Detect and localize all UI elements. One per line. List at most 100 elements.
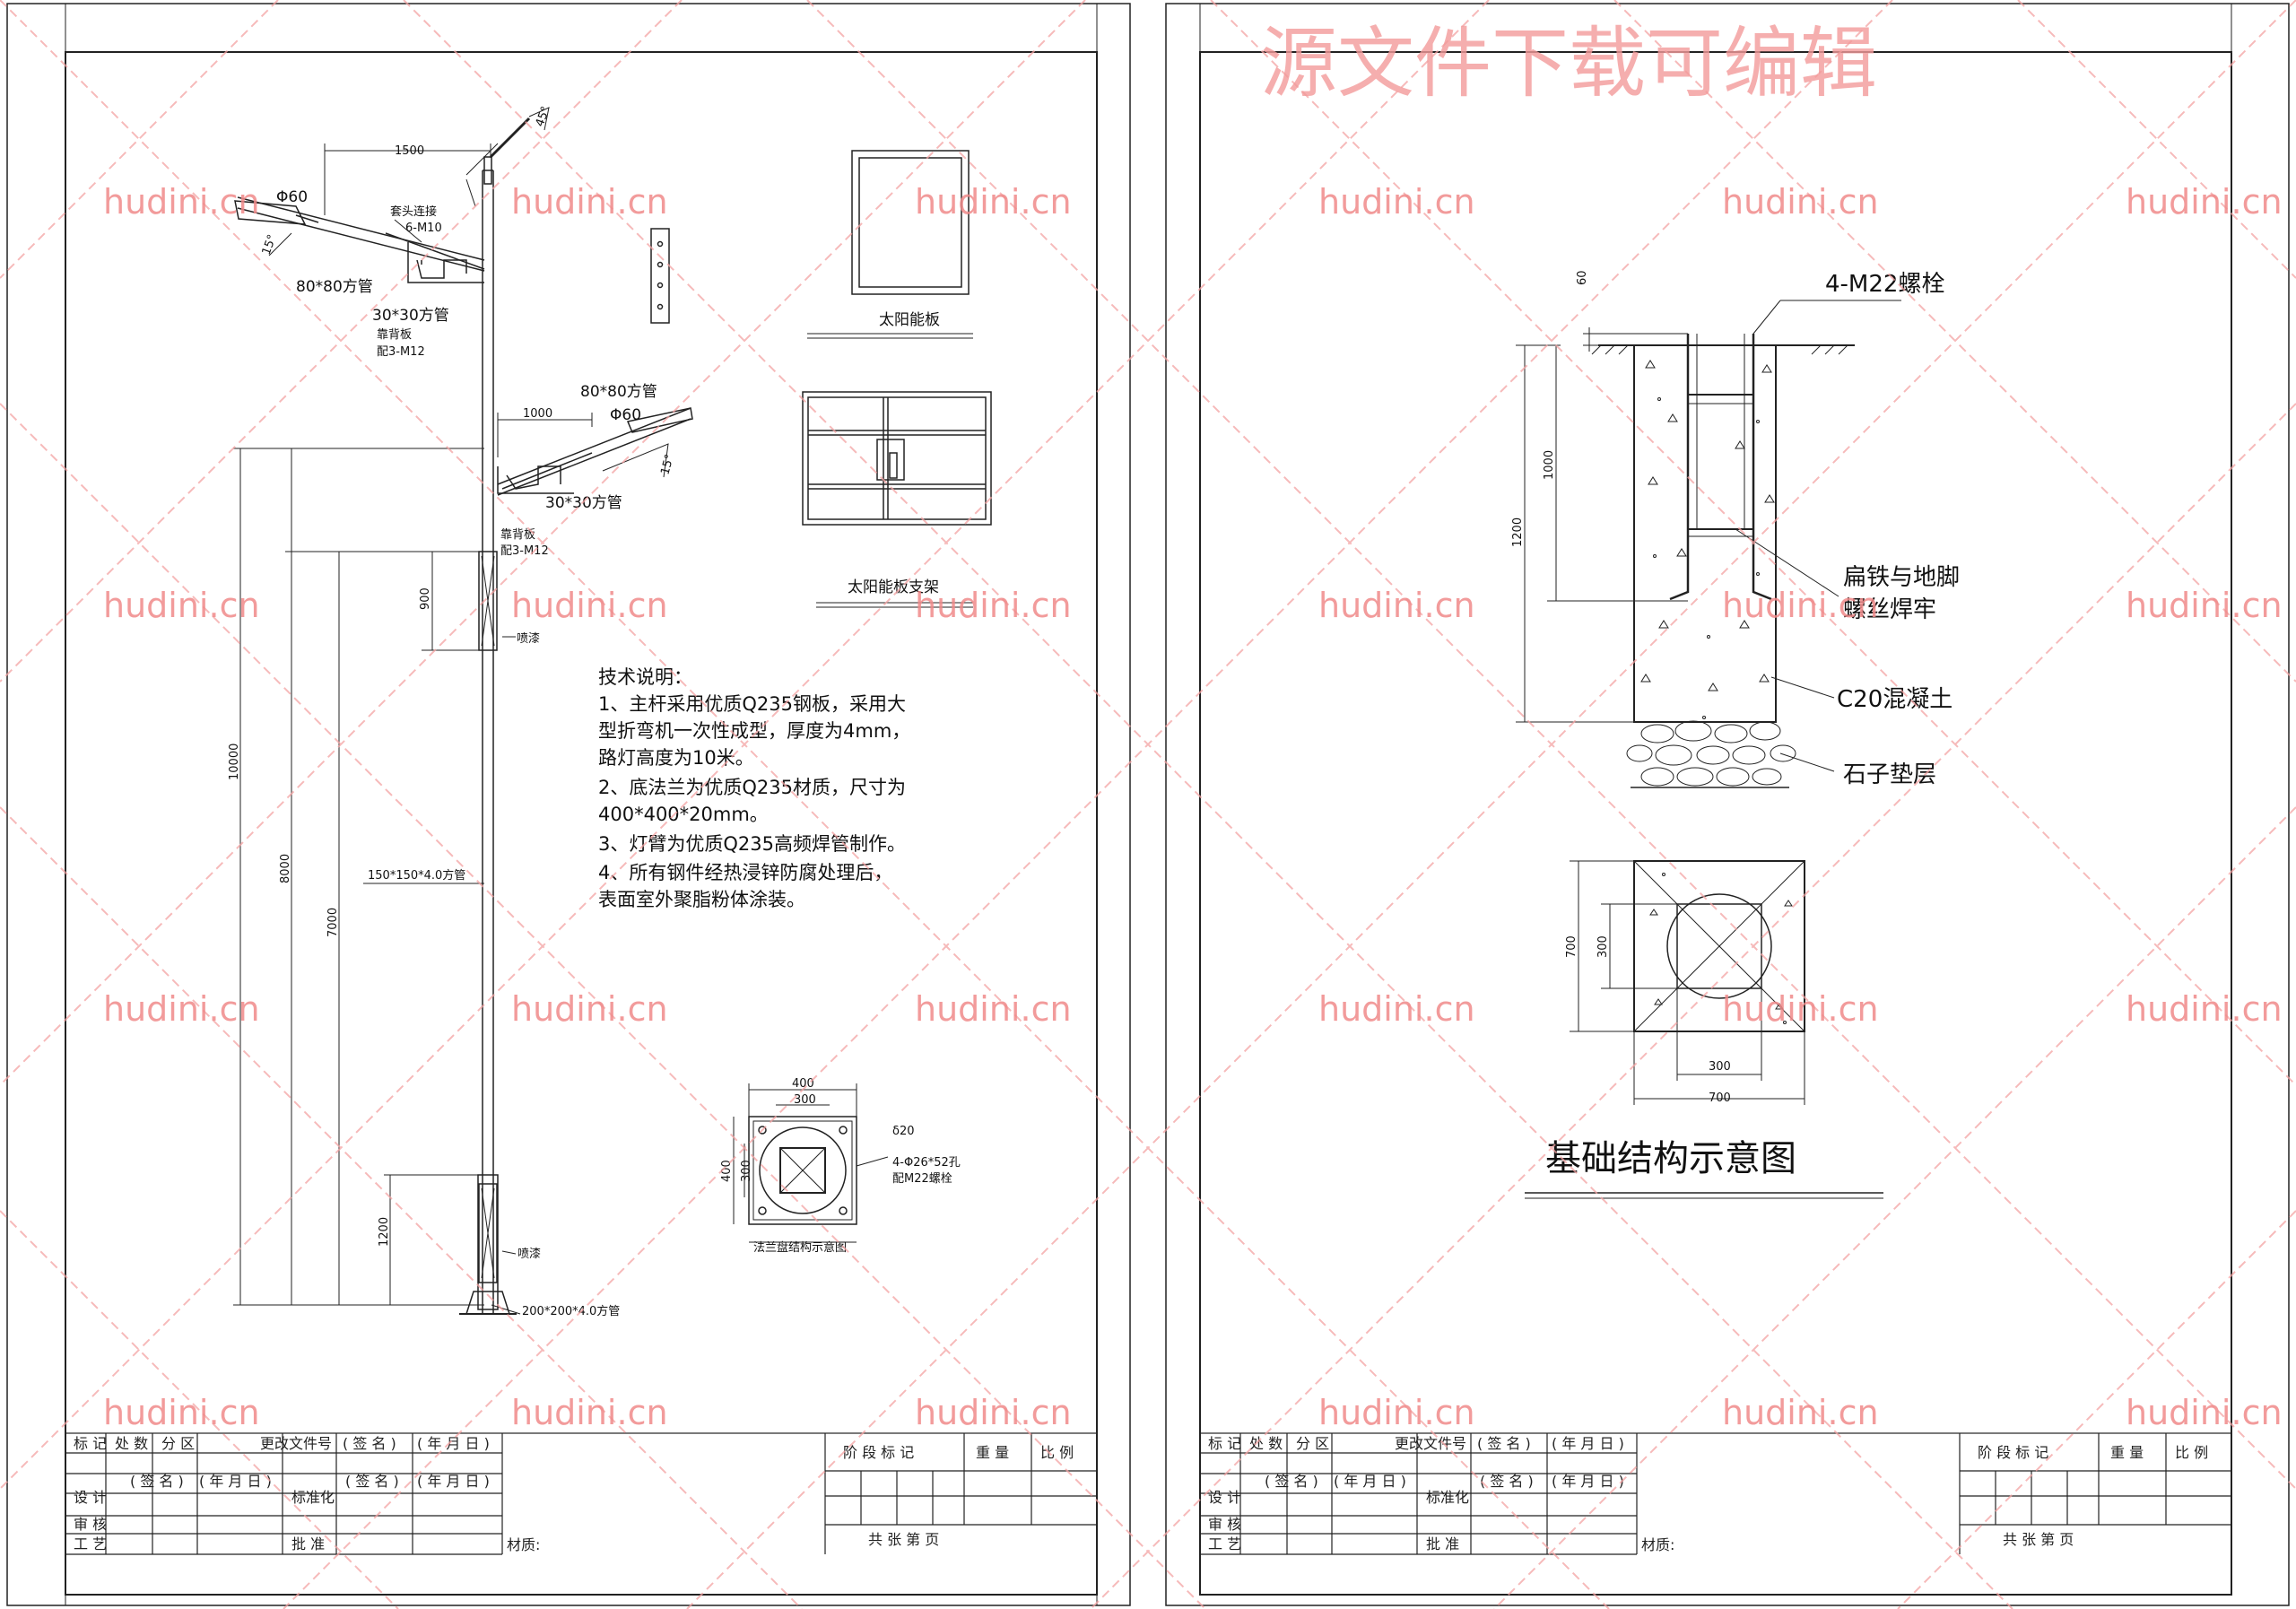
solar-frame-label: 太阳能板支架 xyxy=(848,578,939,596)
watermark-text: hudini.cn xyxy=(2126,182,2283,222)
tb-sign-3: ( 签 名 ) xyxy=(345,1473,399,1490)
tb-sign-2: ( 签 名 ) xyxy=(130,1473,184,1490)
tbr-sheets: 共 张 第 页 xyxy=(2003,1531,2074,1548)
watermark-text: hudini.cn xyxy=(1722,989,1879,1029)
tech-line-5: 400*400*20mm。 xyxy=(598,804,769,825)
title-block-right xyxy=(1199,1432,2232,1596)
label-tube30: 30*30方管 xyxy=(372,307,449,325)
tbr-stage: 阶 段 标 记 xyxy=(1978,1444,2048,1461)
label-spray-upper: 喷漆 xyxy=(517,631,540,646)
tbr-design: 设 计 xyxy=(1208,1489,1241,1506)
watermark-text: hudini.cn xyxy=(2126,586,2283,625)
tb-sign: ( 签 名 ) xyxy=(343,1435,396,1452)
tb-date-2: ( 年 月 日 ) xyxy=(199,1473,272,1490)
tbr-date-3: ( 年 月 日 ) xyxy=(1552,1473,1624,1490)
tech-line-3: 路灯高度为10米。 xyxy=(598,747,754,769)
tbr-weight: 重 量 xyxy=(2110,1444,2144,1461)
flange-thickness: δ20 xyxy=(892,1125,915,1138)
plan-dim-700-side: 700 xyxy=(1565,935,1578,958)
tbr-sign: ( 签 名 ) xyxy=(1477,1435,1531,1452)
tb-date-3: ( 年 月 日 ) xyxy=(417,1473,490,1490)
label-tube30-lower: 30*30方管 xyxy=(545,494,622,512)
flange-caption: 法兰盘结构示意图 xyxy=(753,1240,847,1255)
tb-design: 设 计 xyxy=(74,1489,107,1506)
watermark-text: hudini.cn xyxy=(1318,182,1475,222)
tbr-sign-2: ( 签 名 ) xyxy=(1265,1473,1318,1490)
bracket-plate xyxy=(650,228,670,324)
label-tube80-lower: 80*80方管 xyxy=(580,383,657,401)
watermark-text: hudini.cn xyxy=(2126,989,2283,1029)
watermark-text: hudini.cn xyxy=(1318,586,1475,625)
label-gravel: 石子垫层 xyxy=(1843,761,1936,788)
right-sheet-frame xyxy=(1165,3,2290,1606)
angle-15-top: 15° xyxy=(260,233,280,257)
angle-15-lower: 15° xyxy=(658,453,676,476)
dim-1200: 1200 xyxy=(378,1217,391,1247)
flange-dim-300-side: 300 xyxy=(740,1160,753,1182)
foundation-section-labels: 60 1000 1200 4-M22螺栓 扁铁与地脚 螺丝焊牢 C20混凝土 石… xyxy=(1511,270,1960,788)
flange-bolts: 配M22螺栓 xyxy=(892,1172,952,1186)
label-tube200: 200*200*4.0方管 xyxy=(522,1304,620,1318)
tb-process: 工 艺 xyxy=(74,1535,107,1552)
tbr-doc-no: 更改文件号 xyxy=(1395,1435,1466,1452)
tbr-date-2: ( 年 月 日 ) xyxy=(1334,1473,1406,1490)
watermark-text: hudini.cn xyxy=(1722,586,1879,625)
label-socket-bolt: 6-M10 xyxy=(405,222,442,235)
flange-dim-400-side: 400 xyxy=(720,1160,734,1182)
angle-top: 45° xyxy=(534,105,553,129)
foundation-title-underline xyxy=(1525,1192,1883,1199)
label-tube80: 80*80方管 xyxy=(296,278,373,296)
dim-10000: 10000 xyxy=(228,744,241,780)
foundation-title: 基础结构示意图 xyxy=(1545,1138,1796,1179)
tech-line-7: 4、所有钢件经热浸锌防腐处理后， xyxy=(598,862,892,883)
title-block-right-text: 标 记 处 数 分 区 更改文件号 ( 签 名 ) ( 年 月 日 ) 设 计 … xyxy=(1208,1435,2208,1553)
watermark-text: hudini.cn xyxy=(103,586,260,625)
watermark-text: hudini.cn xyxy=(511,1393,668,1432)
watermark-text: hudini.cn xyxy=(511,586,668,625)
foundation-plan xyxy=(1570,860,1805,1105)
phi-top: Φ60 xyxy=(276,188,308,206)
flange-labels: 400 300 400 300 δ20 4-Φ26*52孔 配M22螺栓 法兰盘… xyxy=(720,1077,961,1255)
watermark-text: hudini.cn xyxy=(915,586,1072,625)
tbr-mark: 标 记 xyxy=(1208,1435,1241,1452)
tb-review: 审 核 xyxy=(74,1516,107,1533)
tb-material: 材质: xyxy=(507,1536,540,1553)
watermark-text: hudini.cn xyxy=(1318,1393,1475,1432)
tech-line-6: 3、灯臂为优质Q235高频焊管制作。 xyxy=(598,833,906,855)
label-socket: 套头连接 xyxy=(390,204,437,219)
watermark-text: hudini.cn xyxy=(915,989,1072,1029)
tech-heading: 技术说明： xyxy=(598,666,692,688)
label-backplate-lower: 靠背板 xyxy=(500,528,535,542)
tech-notes: 技术说明： 1、主杆采用优质Q235钢板，采用大 型折弯机一次性成型，厚度为4m… xyxy=(598,666,910,910)
phi-lower: Φ60 xyxy=(610,406,641,424)
dim-top-arm: 1500 xyxy=(395,144,424,158)
plan-dim-300-side: 300 xyxy=(1596,935,1610,958)
watermark-text: hudini.cn xyxy=(1722,1393,1879,1432)
watermark-text: hudini.cn xyxy=(1722,182,1879,222)
label-backplate: 靠背板 xyxy=(377,328,412,342)
tb-doc-no: 更改文件号 xyxy=(260,1435,332,1452)
pole-elevation xyxy=(233,107,693,1315)
tbr-material: 材质: xyxy=(1641,1536,1674,1553)
flange-drawing xyxy=(733,1083,889,1243)
foundation-plan-labels: 700 300 300 700 xyxy=(1565,935,1731,1105)
solar-frame-drawing xyxy=(802,391,992,608)
dim-1000: 1000 xyxy=(1543,450,1556,480)
watermark-text: hudini.cn xyxy=(915,1393,1072,1432)
title-block-left xyxy=(65,1432,1098,1596)
dim-900: 900 xyxy=(419,587,432,610)
tb-approve: 批 准 xyxy=(291,1535,325,1552)
label-backplate-bolt: 配3-M12 xyxy=(377,345,425,359)
watermark-texts: hudini.cn hudini.cn hudini.cn hudini.cn hudi… xyxy=(103,182,2283,1432)
dim-1200-foundation: 1200 xyxy=(1511,517,1525,547)
solar-panel-drawing xyxy=(807,150,973,339)
solar-panel-label: 太阳能板 xyxy=(879,311,940,329)
tbr-process: 工 艺 xyxy=(1208,1535,1241,1552)
watermark-text: hudini.cn xyxy=(103,989,260,1029)
title-block-left-text: 标 记 处 数 分 区 更改文件号 ( 签 名 ) ( 年 月 日 ) 设 计 … xyxy=(74,1435,1074,1553)
label-weld-1: 扁铁与地脚 xyxy=(1843,564,1960,591)
tbr-sign-3: ( 签 名 ) xyxy=(1480,1473,1534,1490)
flange-dim-300-top: 300 xyxy=(794,1093,816,1107)
tb-zone: 分 区 xyxy=(161,1435,195,1452)
